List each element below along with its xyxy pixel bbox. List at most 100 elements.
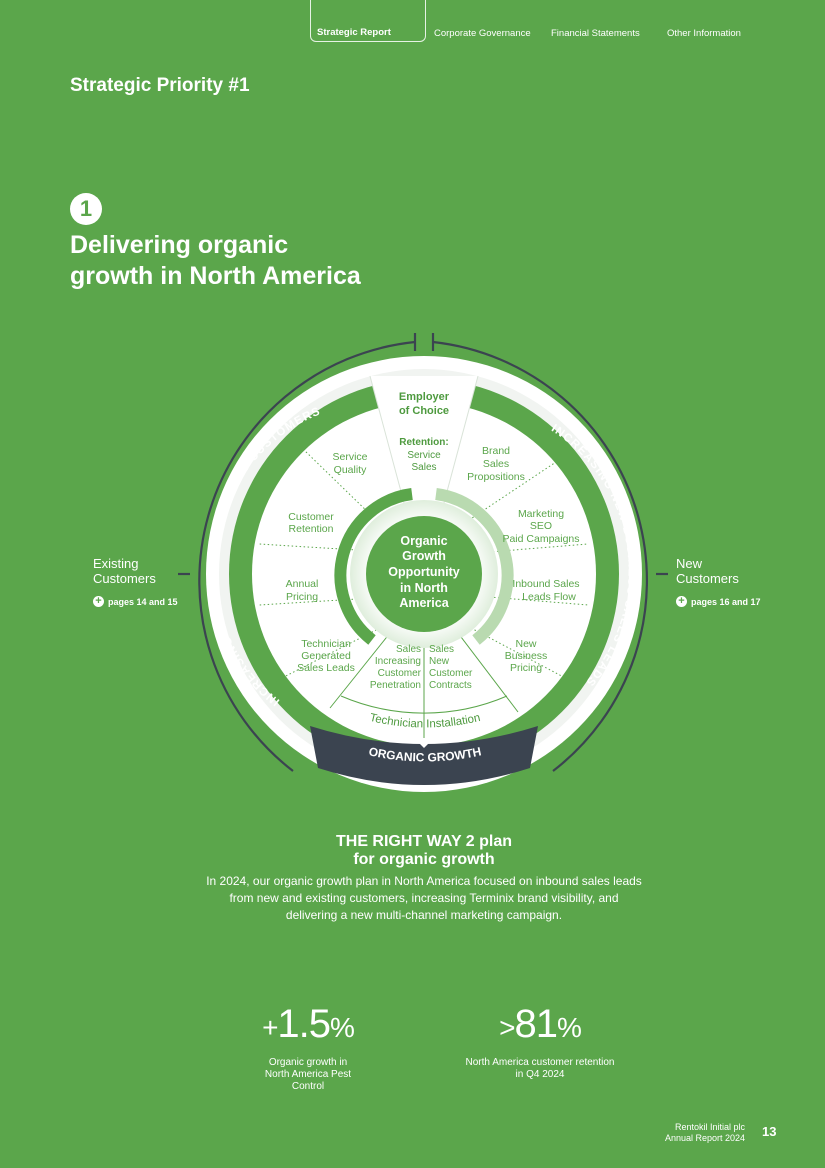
- wheel-item: New: [429, 656, 450, 667]
- wheel-item: Increasing: [375, 656, 421, 667]
- page-title: Delivering organic growth in North Ameri…: [70, 230, 430, 292]
- stat-retention-value: >81%: [460, 1002, 620, 1047]
- section-number-badge: 1: [70, 193, 102, 225]
- wheel-item: Paid Campaigns: [502, 533, 579, 545]
- footer-company: Rentokil Initial plc: [674, 1122, 745, 1132]
- hub-text-line: Organic: [400, 534, 447, 548]
- page-number: 13: [762, 1124, 777, 1139]
- existing-customers-link[interactable]: + pages 14 and 15: [93, 596, 178, 607]
- label-line: Customers: [93, 571, 156, 586]
- wheel-item: Retention: [289, 523, 334, 535]
- stat-label-line: Control: [291, 1081, 325, 1092]
- label-line: New: [676, 556, 703, 571]
- outer-left-bracket: [198, 340, 416, 772]
- label-line: Existing: [93, 556, 139, 571]
- stat-label-line: Organic growth in: [268, 1057, 348, 1068]
- wheel-item: Technician: [301, 638, 351, 650]
- organic-growth-banner: [310, 726, 538, 785]
- wheel-item: Sales: [483, 458, 509, 470]
- stat-organic-growth-label: Organic growth in North America Pest Con…: [238, 1057, 378, 1093]
- stat-number: 1.5: [277, 1002, 331, 1046]
- plus-icon: +: [676, 596, 687, 607]
- page-title-line: Delivering organic: [70, 231, 289, 259]
- stat-label-line: North America Pest: [264, 1069, 352, 1080]
- wheel-item: Sales: [396, 644, 421, 655]
- new-customers-link[interactable]: + pages 16 and 17: [676, 596, 761, 607]
- banner-pointer: [416, 740, 432, 748]
- wedge-title: Employer: [399, 391, 450, 403]
- wedge-subtitle: Retention:: [399, 437, 448, 448]
- wedge-sub: Sales: [411, 462, 436, 473]
- stat-organic-growth-value: +1.5%: [238, 1002, 378, 1047]
- page-title-line: growth in North America: [70, 262, 361, 290]
- hub-text-line: Growth: [402, 549, 446, 563]
- nav-tab-label: Strategic Report: [317, 27, 391, 38]
- plan-heading: THE RIGHT WAY 2 plan for organic growth: [200, 833, 648, 869]
- hub-text-line: in North: [400, 581, 448, 595]
- hub-arc-left: [334, 488, 413, 645]
- organic-growth-wheel: INCREASING REVENUE FROM EXISTING CUSTOME…: [178, 333, 668, 792]
- hub-text-line: America: [399, 596, 449, 610]
- wheel-item: Customer: [288, 511, 334, 523]
- wheel-item: Annual: [286, 578, 319, 590]
- organic-growth-banner-text: ORGANIC GROWTH: [367, 744, 482, 764]
- stat-label-line: North America customer retention: [465, 1057, 615, 1068]
- plan-description: In 2024, our organic growth plan in Nort…: [206, 874, 642, 922]
- hub-arc-right: [435, 488, 514, 645]
- wheel-item: Pricing: [286, 591, 318, 603]
- left-items: Service Quality Customer Retention Annua…: [286, 451, 368, 674]
- nav-tab-financial-statements[interactable]: Financial Statements: [551, 28, 640, 39]
- wheel-item: Customer: [378, 668, 422, 679]
- wheel-item: Business: [505, 650, 548, 662]
- wheel-item: Customer: [429, 668, 473, 679]
- wheel-item: Generated: [301, 650, 351, 662]
- nav-tab-strategic-report[interactable]: Strategic Report: [310, 0, 426, 42]
- hub-text: Organic Growth Opportunity in North Amer…: [388, 534, 460, 610]
- existing-customers-label: Existing Customers: [93, 556, 156, 586]
- stat-unit: %: [330, 1012, 355, 1043]
- employer-wedge: [370, 376, 478, 540]
- plan-heading-line: THE RIGHT WAY 2 plan: [335, 833, 513, 850]
- stat-label-line: in Q4 2024: [515, 1069, 565, 1080]
- wheel-item: Leads Flow: [522, 591, 576, 603]
- wheel-item: New: [515, 638, 536, 650]
- hub-text-line: Opportunity: [388, 565, 460, 579]
- link-text: pages 16 and 17: [691, 596, 761, 607]
- wheel-item: Contracts: [429, 680, 472, 691]
- wheel-item: Marketing: [518, 508, 564, 520]
- plan-heading-line: for organic growth: [353, 851, 495, 868]
- footer-report-info: Rentokil Initial plc Annual Report 2024: [665, 1122, 745, 1144]
- new-customers-label: New Customers: [676, 556, 739, 586]
- employer-text: Employer of Choice Retention: Service Sa…: [399, 391, 450, 473]
- link-text: pages 14 and 15: [108, 596, 178, 607]
- wheel-item: Penetration: [370, 680, 421, 691]
- nav-tab-corporate-governance[interactable]: Corporate Governance: [434, 28, 531, 39]
- wheel-item: Service: [332, 451, 367, 463]
- wheel-item: Propositions: [467, 471, 525, 483]
- stat-prefix: >: [499, 1012, 515, 1043]
- wedge-title: of Choice: [399, 405, 449, 417]
- wheel-item: SEO: [530, 520, 552, 532]
- plus-icon: +: [93, 596, 104, 607]
- stat-prefix: +: [262, 1012, 278, 1043]
- top-navigation: Strategic Report Corporate Governance Fi…: [0, 0, 825, 48]
- wheel-item: Inbound Sales: [512, 578, 579, 590]
- footer-report: Annual Report 2024: [664, 1133, 745, 1143]
- nav-tab-other-information[interactable]: Other Information: [667, 28, 741, 39]
- bottom-items: Sales Increasing Customer Penetration Sa…: [370, 644, 473, 691]
- right-items: Brand Sales Propositions Marketing SEO P…: [467, 445, 579, 674]
- stat-retention-label: North America customer retention in Q4 2…: [450, 1057, 630, 1081]
- wheel-item: Pricing: [510, 662, 542, 674]
- stat-number: 81: [514, 1002, 557, 1046]
- outer-right-bracket: [432, 340, 648, 772]
- wheel-item: Quality: [334, 464, 367, 476]
- wheel-item: Sales: [429, 644, 454, 655]
- wheel-item: Brand: [482, 445, 510, 457]
- bottom-segments: [329, 632, 519, 738]
- label-line: Customers: [676, 571, 739, 586]
- wheel-item: Sales Leads: [297, 662, 355, 674]
- wedge-sub: Service: [407, 450, 441, 461]
- stat-unit: %: [556, 1012, 582, 1043]
- priority-heading: Strategic Priority #1: [70, 75, 250, 96]
- hub-core: [366, 516, 482, 632]
